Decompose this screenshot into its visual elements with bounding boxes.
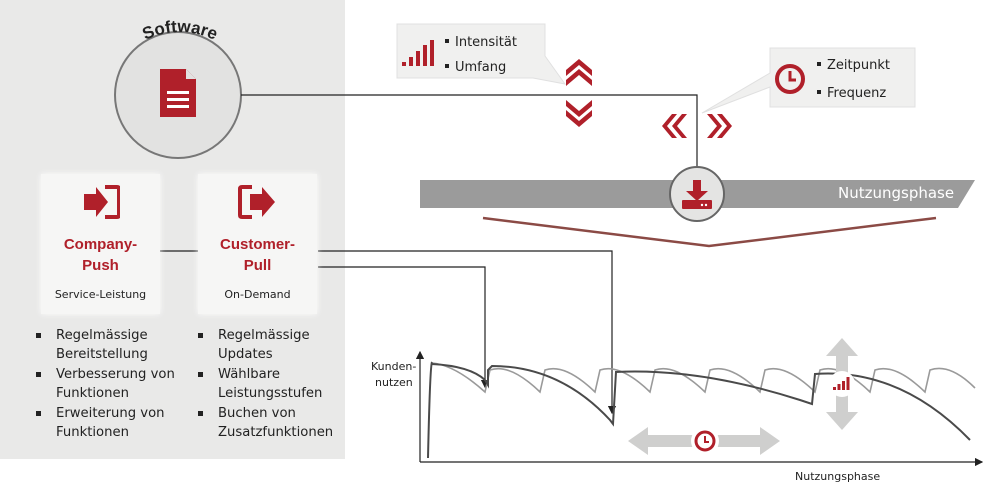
document-icon [160, 69, 196, 117]
pull-benefit-curve [427, 361, 971, 459]
signal-bars-icon-small [833, 377, 850, 390]
list-item: Verbesserung von Funktionen [34, 365, 184, 403]
pull-connector-top [318, 250, 617, 415]
chevron-left-icon [662, 114, 687, 138]
callout-extent-item: Umfang [445, 60, 506, 75]
list-item: Regelmässige Updates [196, 326, 352, 364]
y-axis-label-line1: Kunden- [371, 360, 417, 373]
clock-icon-small [694, 430, 716, 452]
intensity-callout-shape [396, 23, 567, 85]
phase-bar-label: Nutzungsphase [838, 184, 955, 202]
y-axis-label-line2: nutzen [375, 376, 413, 389]
signal-bars-icon [400, 40, 436, 72]
sign-in-icon [84, 185, 120, 219]
download-icon [682, 180, 712, 209]
company-push-subtitle: Service-Leistung [54, 288, 147, 301]
software-label-svg: Software [140, 17, 221, 44]
company-push-card: Company- Push Service-Leistung [41, 174, 160, 314]
time-callout-shape [701, 47, 916, 114]
software-label: Software [140, 17, 221, 44]
list-item: Erweiterung von Funktionen [34, 404, 184, 442]
customer-pull-title: Customer- Pull [219, 236, 295, 274]
phase-bracket [482, 216, 937, 248]
list-item: Regelmässige Bereitstellung [34, 326, 184, 364]
clock-icon [773, 62, 807, 100]
customer-pull-card: Customer- Pull On-Demand [198, 174, 317, 314]
callout-time-item: Zeitpunkt [817, 58, 890, 73]
software-connector [241, 94, 702, 180]
callout-intensity-item: Intensität [445, 35, 517, 50]
sign-out-icon [238, 185, 275, 219]
chevron-down-icon [566, 100, 592, 127]
chevron-right-icon [707, 114, 732, 138]
push-benefit-curve [431, 362, 976, 394]
pull-connector-bottom [318, 266, 490, 389]
pull-bullet-list: Regelmässige Updates Wählbare Leistungss… [196, 326, 352, 443]
customer-pull-subtitle: On-Demand [224, 288, 291, 301]
x-axis-label: Nutzungsphase [795, 470, 881, 483]
list-item: Buchen von Zusatzfunktionen [196, 404, 352, 442]
list-item: Wählbare Leistungsstufen [196, 365, 352, 403]
push-bullet-list: Regelmässige Bereitstellung Verbesserung… [34, 326, 184, 443]
callout-frequency-item: Frequenz [817, 86, 886, 101]
company-push-title: Company- Push [63, 236, 138, 274]
chevron-up-icon [566, 59, 592, 86]
